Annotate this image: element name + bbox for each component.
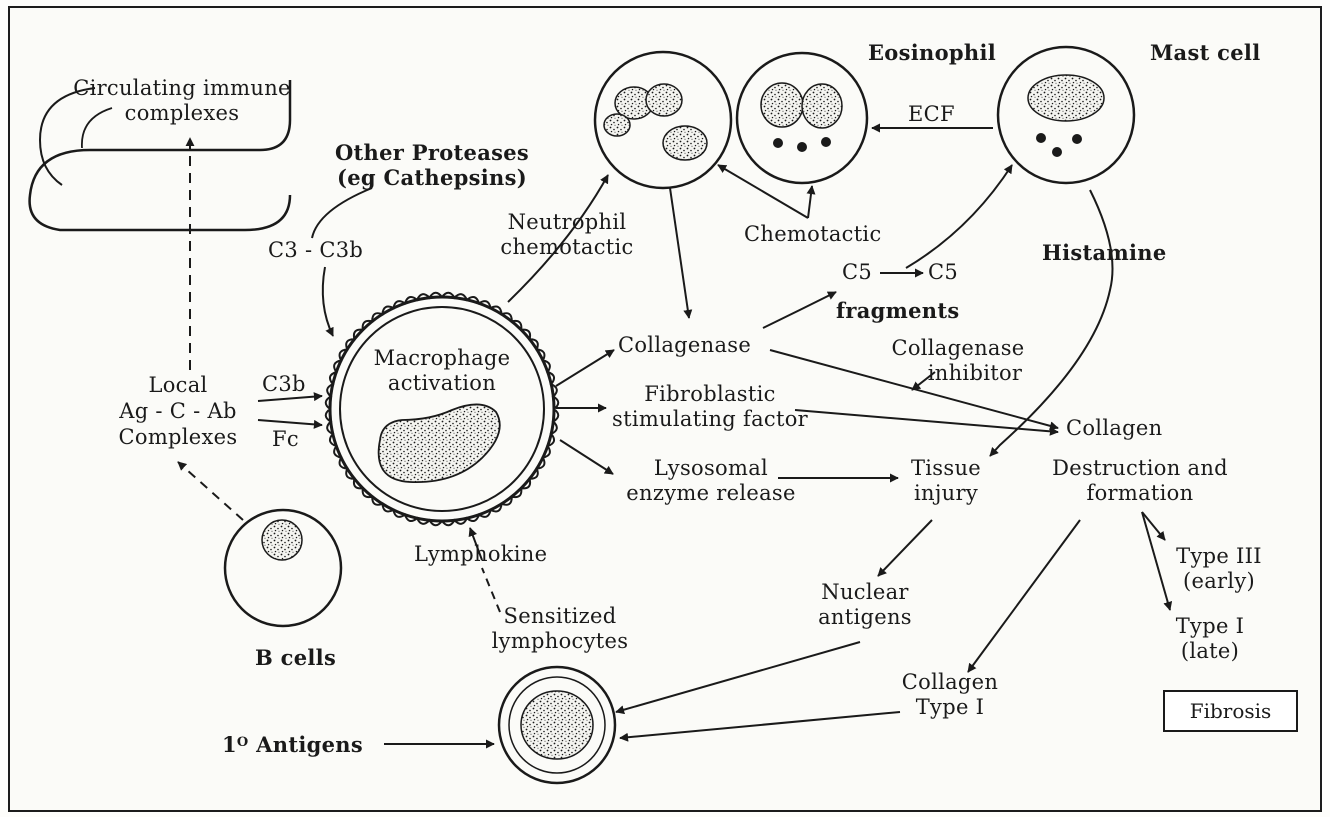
arrow-destruction-to-collagen-type-i: [968, 520, 1080, 672]
arrow-macro-collagenase: [556, 350, 614, 386]
neutrophil-cell: [595, 52, 731, 188]
label-collagenase: Collagenase: [618, 333, 751, 358]
label-primary-antigens: 1O Antigens: [222, 732, 363, 757]
label-type-iii-early: Type III(early): [1164, 544, 1274, 594]
label-fibrosis: Fibrosis: [1190, 699, 1272, 723]
macrophage-cell: [326, 293, 558, 525]
arrow-fc: [258, 420, 322, 425]
arrow-neutrophil-to-collagenase: [670, 188, 689, 318]
label-b-cells: B cells: [255, 645, 336, 670]
label-c5-right: C5: [928, 260, 958, 285]
label-c5-left: C5: [842, 260, 872, 285]
lymphocyte-cell: [499, 667, 615, 783]
label-mast-cell: Mast cell: [1150, 40, 1261, 65]
label-chemotactic: Chemotactic: [744, 222, 882, 247]
arrow-nuclear-to-lymphocyte: [616, 642, 860, 712]
b-cell: [225, 510, 341, 626]
label-histamine: Histamine: [1042, 240, 1166, 265]
fibrosis-box: Fibrosis: [1163, 690, 1298, 732]
label-c3-c3b: C3 - C3b: [268, 238, 363, 263]
label-other-proteases: Other Proteases(eg Cathepsins): [332, 140, 532, 190]
label-lymphokine: Lymphokine: [414, 542, 547, 567]
label-eosinophil: Eosinophil: [868, 40, 996, 65]
arrow-bcell-to-local: [178, 462, 243, 520]
arrow-collagen-type-i-to-lymphocyte: [620, 712, 900, 738]
label-ecf: ECF: [908, 102, 955, 127]
curve-proteases-to-c3: [312, 188, 372, 238]
arrow-collagenase-to-c5: [763, 292, 836, 328]
arrow-c5-to-mast: [906, 165, 1012, 268]
label-type-i-late: Type I(late): [1160, 614, 1260, 664]
arrow-chemotactic-eosinophil: [808, 186, 812, 218]
arrow-c3-to-macrophage: [323, 267, 333, 336]
eosinophil-cell: [737, 53, 867, 183]
arrow-tissue-to-nuclear: [878, 520, 932, 576]
label-collagen: Collagen: [1066, 416, 1162, 441]
label-fc: Fc: [272, 427, 299, 452]
label-c5-fragments: fragments: [836, 298, 959, 323]
label-c3b: C3b: [262, 372, 306, 397]
mast-cell: [998, 47, 1134, 183]
